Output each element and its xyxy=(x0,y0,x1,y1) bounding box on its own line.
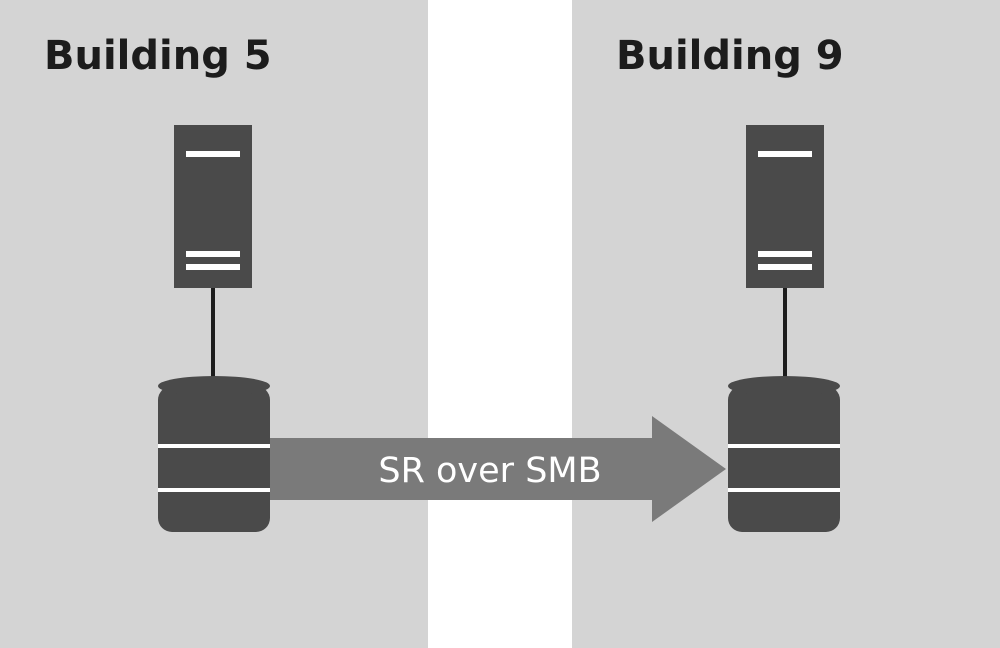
database-icon xyxy=(158,376,270,532)
site-separator xyxy=(428,0,572,648)
arrow-right-icon xyxy=(270,416,726,522)
replication-label: SR over SMB xyxy=(378,451,601,491)
site-title-left: Building 5 xyxy=(44,33,272,79)
database-icon xyxy=(728,376,840,532)
server-icon xyxy=(746,125,824,288)
server-icon xyxy=(174,125,252,288)
site-title-right: Building 9 xyxy=(616,33,844,79)
